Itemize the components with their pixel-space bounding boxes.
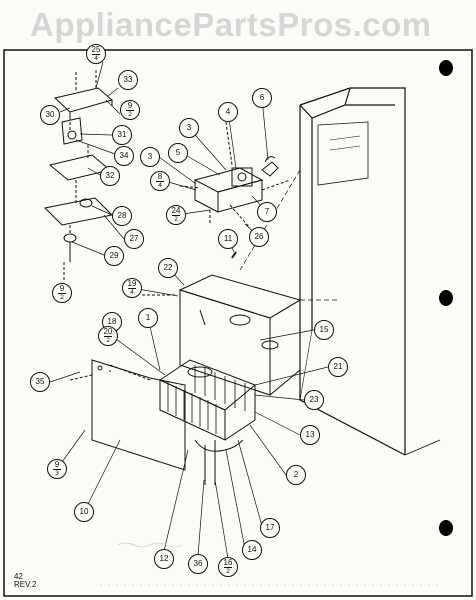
callout-31[interactable]: 31 bbox=[112, 125, 132, 145]
callout-28[interactable]: 28 bbox=[112, 206, 132, 226]
callout-11[interactable]: 11 bbox=[218, 229, 238, 249]
callout-7[interactable]: 7 bbox=[257, 202, 277, 222]
page-border bbox=[3, 49, 473, 597]
evaporator-coil bbox=[109, 359, 256, 485]
callout-2[interactable]: 2 bbox=[286, 465, 306, 485]
callout-5[interactable]: 5 bbox=[168, 143, 188, 163]
callout-1[interactable]: 1 bbox=[138, 308, 158, 328]
page-number: 42 bbox=[14, 572, 23, 581]
callout-30[interactable]: 30 bbox=[40, 105, 60, 125]
callout-32[interactable]: 32 bbox=[100, 166, 120, 186]
callout-23[interactable]: 23 bbox=[304, 390, 324, 410]
callout-3-upper[interactable]: 3 bbox=[179, 118, 199, 138]
callout-3-lower[interactable]: 3 bbox=[140, 147, 160, 167]
callout-35[interactable]: 35 bbox=[30, 372, 50, 392]
callout-26-upper[interactable]: 26 bbox=[249, 227, 269, 247]
callout-15[interactable]: 15 bbox=[314, 320, 334, 340]
binder-hole-top bbox=[439, 60, 453, 76]
scan-noise bbox=[100, 542, 440, 586]
callout-29[interactable]: 29 bbox=[104, 246, 124, 266]
callout-13[interactable]: 13 bbox=[300, 425, 320, 445]
binder-hole-bottom bbox=[439, 520, 453, 536]
binder-hole-middle bbox=[439, 290, 453, 306]
callout-12[interactable]: 12 bbox=[154, 549, 174, 569]
callout-17[interactable]: 17 bbox=[260, 518, 280, 538]
cabinet-liner bbox=[299, 87, 441, 456]
callout-27[interactable]: 27 bbox=[124, 229, 144, 249]
revision-label: REV.2 bbox=[14, 580, 37, 589]
callout-6[interactable]: 6 bbox=[252, 88, 272, 108]
callout-4[interactable]: 4 bbox=[218, 102, 238, 122]
evaporator-cover bbox=[140, 274, 340, 396]
callout-33[interactable]: 33 bbox=[118, 70, 138, 90]
callout-21[interactable]: 21 bbox=[328, 357, 348, 377]
damper-control-assembly bbox=[179, 121, 301, 271]
watermark-text: AppliancePartsPros.com bbox=[30, 6, 432, 43]
callout-10[interactable]: 10 bbox=[74, 502, 94, 522]
callout-34[interactable]: 34 bbox=[114, 146, 134, 166]
page-reference: 42 REV.2 bbox=[14, 573, 36, 589]
callout-14[interactable]: 14 bbox=[242, 540, 262, 560]
callout-22[interactable]: 22 bbox=[158, 258, 178, 278]
callout-36[interactable]: 36 bbox=[188, 554, 208, 574]
rear-panel bbox=[69, 359, 186, 471]
